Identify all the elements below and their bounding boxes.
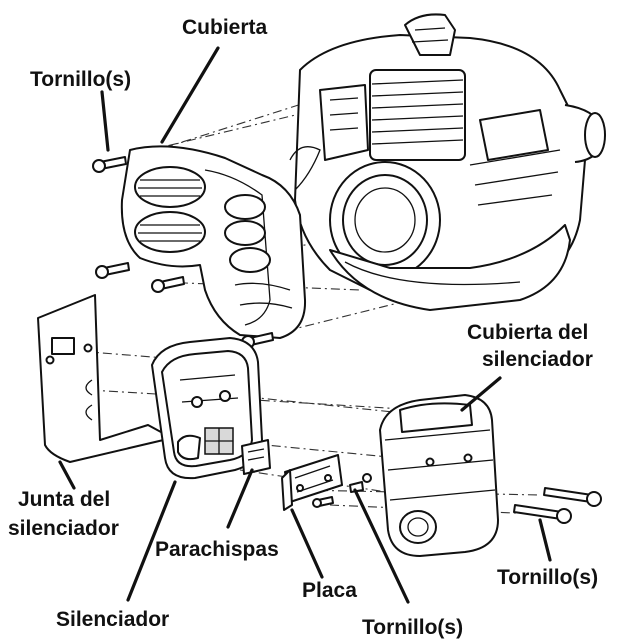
label-tornillos-top: Tornillo(s) — [30, 68, 131, 91]
screws-bottom-center — [312, 473, 372, 508]
label-silenciador: Silenciador — [56, 608, 169, 631]
screw — [513, 504, 572, 524]
muffler-cover — [379, 394, 499, 557]
label-parachispas: Parachispas — [155, 538, 279, 561]
cylinder-fins — [369, 69, 466, 161]
screw — [95, 262, 130, 279]
screw — [151, 276, 185, 293]
label-placa: Placa — [302, 579, 357, 602]
muffler — [151, 337, 263, 480]
label-tornillos-bottom-right: Tornillo(s) — [497, 566, 598, 589]
leader-lines — [58, 46, 552, 604]
plate — [281, 454, 343, 511]
label-cubierta-silenciador-line1: Cubierta del — [467, 321, 588, 344]
engine-cover — [120, 145, 307, 339]
screws-bottom-right — [513, 487, 602, 524]
labels: Cubierta Tornillo(s) Cubierta del silenc… — [8, 16, 598, 639]
label-junta-line1: Junta del — [18, 488, 110, 511]
screw — [312, 496, 334, 508]
screw — [349, 473, 372, 493]
engine — [289, 13, 606, 311]
label-junta-line2: silenciador — [8, 517, 119, 540]
spark-arrestor — [241, 439, 271, 475]
label-cubierta: Cubierta — [182, 16, 268, 39]
muffler-gasket — [37, 294, 173, 463]
screw — [543, 487, 602, 507]
label-cubierta-silenciador-line2: silenciador — [482, 348, 593, 371]
label-tornillos-bottom-center: Tornillo(s) — [362, 616, 463, 639]
screw — [92, 156, 127, 173]
